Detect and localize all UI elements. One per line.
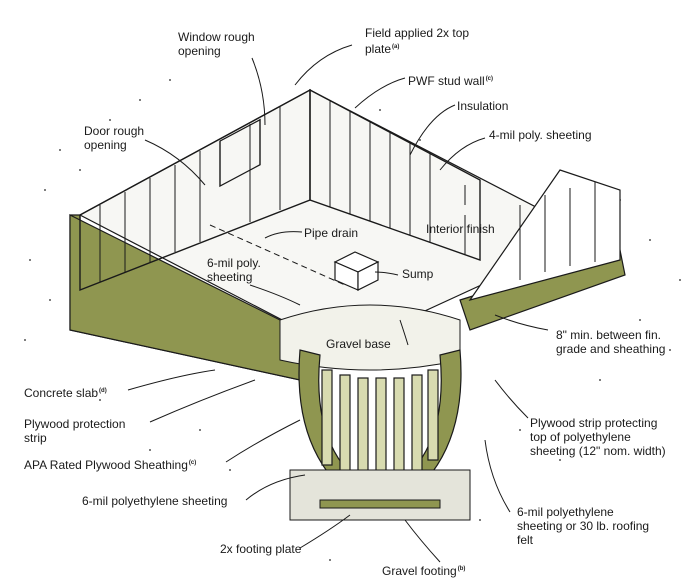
label-field-plate-text: Field applied 2x top plate [365,26,470,56]
label-footing-plate: 2x footing plate [220,542,302,556]
label-min-between: 8" min. between fin. grade and sheathing [556,328,666,356]
gravel-footing [289,469,471,521]
label-poly6-floor: 6-mil poly. sheeting [207,256,261,284]
label-apa-note: (c) [188,460,197,466]
label-apa: APA Rated Plywood Sheathing(c) [24,456,196,472]
label-sump: Sump [402,267,434,281]
label-gravel-footing: Gravel footing(b) [382,562,465,578]
label-field-plate-note: (a) [392,44,400,50]
right-wall-studs [519,182,596,280]
label-concrete-text: Concrete slab [24,386,99,400]
back-left-studs [99,107,281,282]
window-opening [219,118,261,188]
footing-plate [319,499,441,509]
label-gravel-footing-text: Gravel footing [382,564,457,578]
label-pwf-stud-text: PWF stud wall [408,74,485,88]
label-pipe-drain: Pipe drain [304,226,359,240]
label-poly6-wall: 6-mil polyethylene sheeting [82,494,228,508]
back-right-wall [309,88,481,261]
label-concrete: Concrete slab(d) [24,384,107,400]
label-pwf-stud: PWF stud wall(c) [408,72,493,88]
label-poly6-felt: 6-mil polyethylene sheeting or 30 lb. ro… [517,505,650,547]
label-concrete-note: (d) [99,388,107,394]
sump-box [333,251,380,291]
label-plywood-strip: Plywood protection strip [24,417,126,445]
back-right-studs [329,101,431,242]
label-interior: Interior finish [426,222,495,236]
pipe-drain-line [209,224,346,286]
label-window: Window rough opening [178,30,255,58]
label-door: Door rough opening [84,124,145,152]
label-gravel-footing-note: (b) [457,566,466,572]
label-plywood-strip-right: Plywood strip protecting top of polyethy… [530,416,666,458]
label-field-plate: Field applied 2x top plate(a) [365,26,485,56]
cutaway-studs [321,369,439,494]
label-insulation: Insulation [457,99,509,113]
leader-lines [127,44,549,563]
label-gravel-base: Gravel base [326,337,391,351]
label-apa-text: APA Rated Plywood Sheathing [24,458,188,472]
label-poly4: 4-mil poly. sheeting [489,128,592,142]
label-pwf-stud-note: (c) [485,76,494,82]
